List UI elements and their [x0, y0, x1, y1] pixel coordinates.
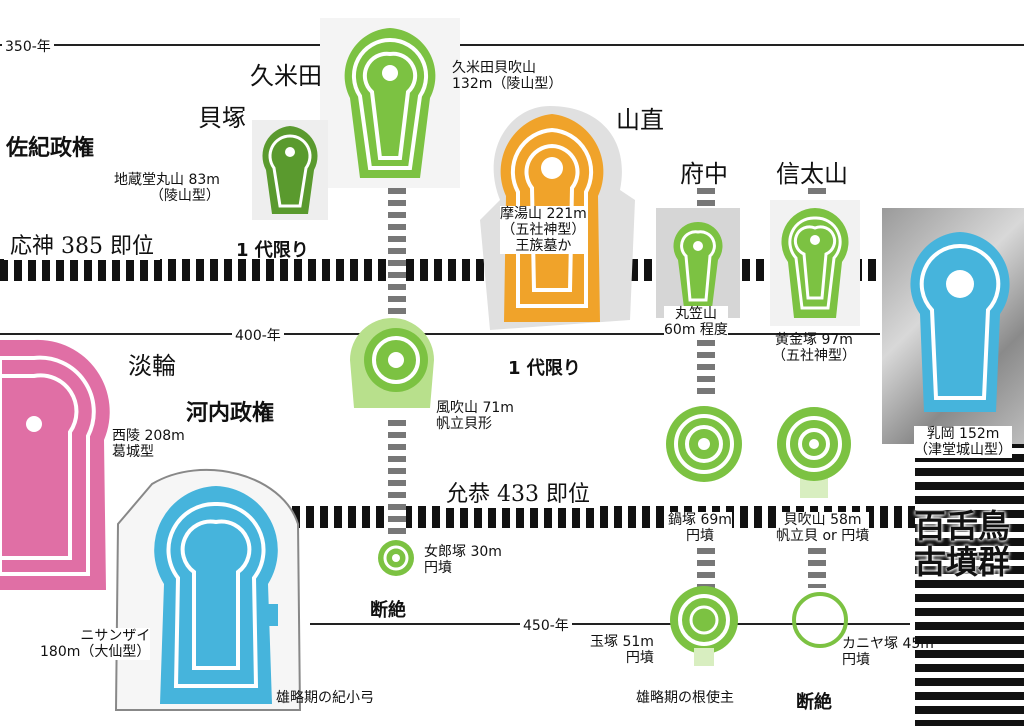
year-line-350 — [0, 44, 1024, 46]
kaifukiyama-shinoda-tomb-icon — [774, 404, 854, 500]
region-tanowa: 淡輪 — [128, 352, 176, 380]
kazefukiyama-tomb-icon — [344, 312, 440, 416]
year-350-label: 350-年 — [2, 36, 54, 56]
year-line-400 — [0, 333, 880, 335]
kumeda-lineage-line — [388, 188, 406, 318]
region-shinodayama: 信太山 — [776, 160, 848, 188]
year-line-450 — [310, 623, 910, 625]
fuchu-lineage-line-2 — [697, 340, 715, 400]
region-yamanao: 山直 — [616, 106, 664, 134]
kawachi-regime-label: 河内政権 — [186, 401, 275, 426]
jorozuka-tomb-icon — [376, 538, 416, 578]
fuchu-lineage-line — [697, 188, 715, 210]
fuchu-lineage-line-3 — [697, 548, 715, 588]
nenoomi-note: 雄略期の根使主 — [636, 690, 734, 706]
kaniyazuka-tomb-icon — [790, 590, 850, 650]
nisanzai-tomb-icon — [112, 464, 302, 714]
kumeda-lineage-line-2 — [388, 420, 406, 540]
year-450-label: 450-年 — [520, 615, 572, 635]
break-note-kumeda: 断絶 — [370, 600, 406, 621]
kinoogumi-note: 雄略期の紀小弓 — [276, 690, 374, 706]
marukasayama-tomb-icon — [656, 208, 740, 318]
break-note-shinodayama: 断絶 — [796, 692, 832, 713]
koganezuka-label: 黄金塚 97m（五社神型） — [772, 332, 856, 364]
mozu-lineage-band — [915, 440, 1024, 726]
mozu-kofun-group-label: 百舌鳥古墳群 — [914, 507, 1011, 581]
ingyo-accession-label: 允恭 433 即位 — [440, 476, 596, 508]
saki-regime-label: 佐紀政権 — [6, 136, 95, 161]
shinodayama-lineage-line-2 — [808, 548, 826, 588]
once-only-note-kaizuka: 1 代限り — [236, 240, 309, 261]
tamazuka-tomb-icon — [668, 582, 740, 668]
kaifukiyama-tomb-icon — [320, 18, 460, 188]
jizodo-maruyama-label: 地蔵堂丸山 83m（陵山型） — [114, 172, 220, 204]
mayuyama-label: 摩湯山 221m（五社神型）王族墓か — [500, 206, 587, 254]
koganezuka-tomb-icon — [770, 200, 860, 326]
region-kaizuka: 貝塚 — [198, 104, 246, 132]
region-kumeda: 久米田 — [250, 62, 322, 90]
chiokayama-tomb-icon — [888, 222, 1024, 422]
nabezuka-tomb-icon — [664, 404, 744, 484]
nishiryo-tomb-icon — [0, 330, 112, 600]
chiokayama-label: 乳岡 152m（津堂城山型） — [914, 426, 1012, 458]
year-400-label: 400-年 — [232, 325, 284, 345]
region-fuchu: 府中 — [680, 160, 728, 188]
once-only-note-yamanao: 1 代限り — [508, 358, 581, 379]
ojin-accession-label: 応神 385 即位 — [4, 228, 160, 260]
jizodo-maruyama-tomb-icon — [252, 120, 328, 220]
